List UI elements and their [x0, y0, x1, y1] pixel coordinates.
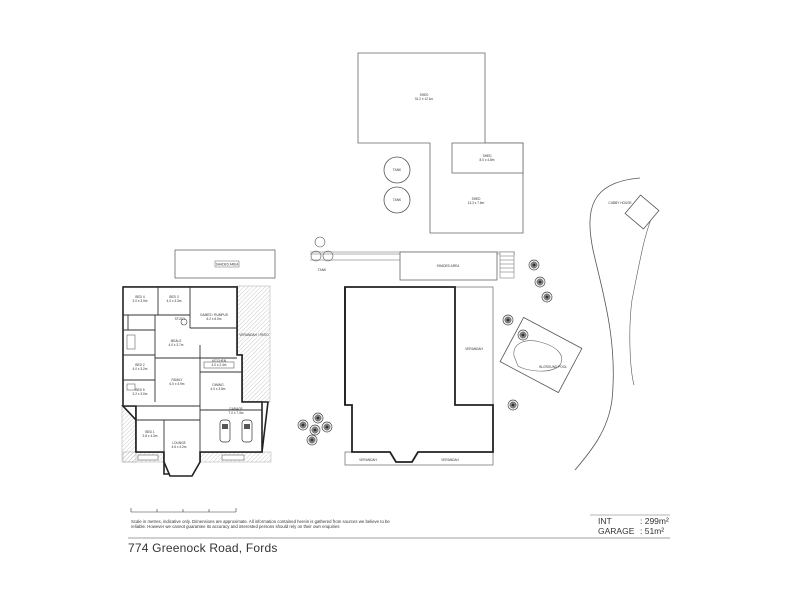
cubby-house: CUBBY HOUSE [608, 194, 660, 230]
room-bed2-dims: 4.0 x 3.2m [133, 367, 148, 371]
garage-cars [219, 419, 253, 443]
area-garage-label: GARAGE [598, 526, 635, 536]
shed-small-dims: 8.0 x 4.8m [480, 158, 495, 162]
tank-small: TANK [310, 236, 334, 272]
shaded-area-house: SHADED AREA [174, 249, 276, 279]
svg-text:TANK: TANK [318, 268, 327, 272]
svg-text:IN-GROUND POOL: IN-GROUND POOL [539, 365, 567, 369]
house-footprint: VERANDAH VERANDAH VERANDAH [344, 286, 494, 466]
room-bed1-name: BED 1 [145, 430, 154, 434]
room-bed1-dims: 3.8 x 4.3m [143, 434, 158, 438]
shed-lower-name: SHED [472, 197, 482, 201]
room-lounge-dims: 4.6 x 4.2m [172, 445, 187, 449]
svg-text:TANK: TANK [393, 168, 402, 172]
room-bed5-dims: 3.2 x 3.0m [133, 392, 148, 396]
shed-large-dims: 31.2 x 12.1m [415, 97, 434, 101]
room-study-name: STUDY [175, 317, 187, 321]
curved-boundary-2 [629, 209, 656, 386]
room-dining-name: DINING [212, 383, 224, 387]
verandah-right-label: VERANDAH [465, 347, 483, 351]
room-family-name: FAMILY [171, 378, 183, 382]
area-int-label: INT [598, 516, 612, 526]
shed-large [357, 52, 524, 234]
disclaimer-text: Scale in metres, indicative only. Dimens… [131, 519, 390, 530]
room-bed5-name: BED 5 [135, 388, 144, 392]
shaded-area: SHADED AREA [399, 251, 498, 281]
area-garage-row: GARAGE : 51m² [598, 526, 700, 536]
room-games-dims: 6.2 x 6.0m [207, 317, 222, 321]
room-meals-dims: 4.0 x 3.7m [169, 343, 184, 347]
svg-text:SHADED AREA: SHADED AREA [216, 263, 240, 267]
svg-text:SHADED AREA: SHADED AREA [437, 264, 461, 268]
shed-small [451, 142, 524, 174]
room-games-name: GAMES / RUMPUS [200, 313, 228, 317]
area-garage-value: : 51m² [640, 526, 665, 536]
shed-lower-dims: 13.3 x 7.6m [468, 201, 485, 205]
stairs [499, 251, 515, 279]
room-dining-dims: 4.0 x 3.8m [211, 387, 226, 391]
shed-small-name: SHED [483, 154, 493, 158]
room-verandah-name: VERANDAH / PATIO [239, 333, 269, 337]
tank-1: TANK [383, 156, 411, 184]
area-int-value: : 299m² [640, 516, 669, 526]
pool-area: IN-GROUND POOL [499, 316, 583, 394]
scale-bar [130, 508, 237, 513]
area-int-row: INT : 299m² [598, 516, 700, 526]
verandah-bottom-left-label: VERANDAH [359, 458, 377, 462]
room-family-dims: 6.0 x 4.9m [170, 382, 185, 386]
room-lounge-name: LOUNGE [172, 441, 185, 445]
room-kitchen-name: KITCHEN [212, 359, 227, 363]
room-bed3-dims: 4.0 x 3.3m [167, 299, 182, 303]
curved-boundary [574, 177, 641, 471]
verandah-bottom-right-label: VERANDAH [441, 458, 459, 462]
property-address: 774 Greenock Road, Fords [128, 541, 278, 555]
room-bed2-name: BED 2 [135, 363, 144, 367]
tank-2: TANK [383, 186, 411, 214]
room-bed4-name: BED 4 [135, 295, 144, 299]
svg-text:CUBBY HOUSE: CUBBY HOUSE [608, 201, 631, 205]
room-kitchen-dims: 4.0 x 2.4m [212, 363, 227, 367]
svg-text:TANK: TANK [393, 198, 402, 202]
room-meals-name: MEALS [171, 339, 182, 343]
house-floor-plan: BED 4 3.0 x 3.0m BED 3 4.0 x 3.3m STUDY … [121, 285, 272, 477]
room-bed3-name: BED 3 [169, 295, 178, 299]
shed-large-name: SHED [420, 93, 430, 97]
room-garage-name: GARAGE [229, 407, 243, 411]
room-bed4-dims: 3.0 x 3.0m [133, 299, 148, 303]
room-garage-dims: 7.0 x 7.3m [229, 411, 244, 415]
